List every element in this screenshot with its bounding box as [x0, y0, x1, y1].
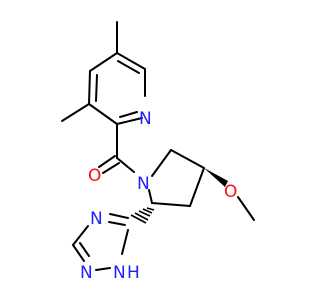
bond-n2-n1 [95, 267, 111, 271]
bond-ch2-c4 [170, 149, 205, 169]
bond-c5-c6 [116, 52, 146, 70]
bond-c2-c3 [88, 103, 118, 125]
bond-o-methyl [237, 196, 255, 221]
bond-c3-n2-a [72, 244, 85, 262]
triazole-n1-label: N [113, 263, 126, 283]
structure-drawing: N O N O N N H N [61, 21, 255, 283]
bond-carbonyl-n [116, 157, 135, 173]
bond-c3-c2 [151, 202, 191, 207]
triazole-n2-label: N [80, 263, 93, 283]
methoxy-oxygen-label: O [224, 182, 237, 202]
bond-c5-n4-b [108, 221, 126, 226]
bond-n-c2 [116, 117, 143, 125]
carbonyl-group [98, 123, 135, 174]
triazole-n1-hydrogen-label: H [127, 263, 140, 283]
pyridine-nitrogen-label: N [139, 109, 152, 129]
molecule-canvas: N O N O N N H N [61, 21, 255, 283]
bond-c3-n2-b [79, 242, 90, 257]
bond-n-ch2 [151, 149, 172, 177]
bond-c5-c6-inner [117, 60, 140, 74]
bond-c4-c5 [89, 52, 118, 72]
bond-co-1 [98, 155, 116, 168]
methyl-bond-c3 [61, 103, 90, 122]
pyrrolidine-nitrogen-label: N [137, 174, 150, 194]
bond-n-c2-inner [119, 111, 138, 118]
triazole-hash-bond [130, 207, 155, 224]
bond-co-2 [102, 162, 120, 174]
bond-c2-n [148, 189, 153, 204]
triazole-n4-label: N [90, 209, 103, 229]
bond-c5-n4-a [109, 213, 129, 219]
bond-c3-c4 [88, 70, 91, 105]
bond-n1-c5 [121, 229, 129, 255]
carbonyl-oxygen-label: O [88, 166, 101, 186]
pyridine-ring [88, 52, 146, 125]
bond-c4-c3 [189, 167, 205, 207]
bond-n4-c3 [72, 225, 89, 246]
pyrrolidine-ring [148, 149, 205, 207]
methoxy-wedge-bond [204, 168, 228, 187]
triazole-ring [72, 213, 129, 271]
bond-c3-c4-inner [95, 74, 98, 102]
